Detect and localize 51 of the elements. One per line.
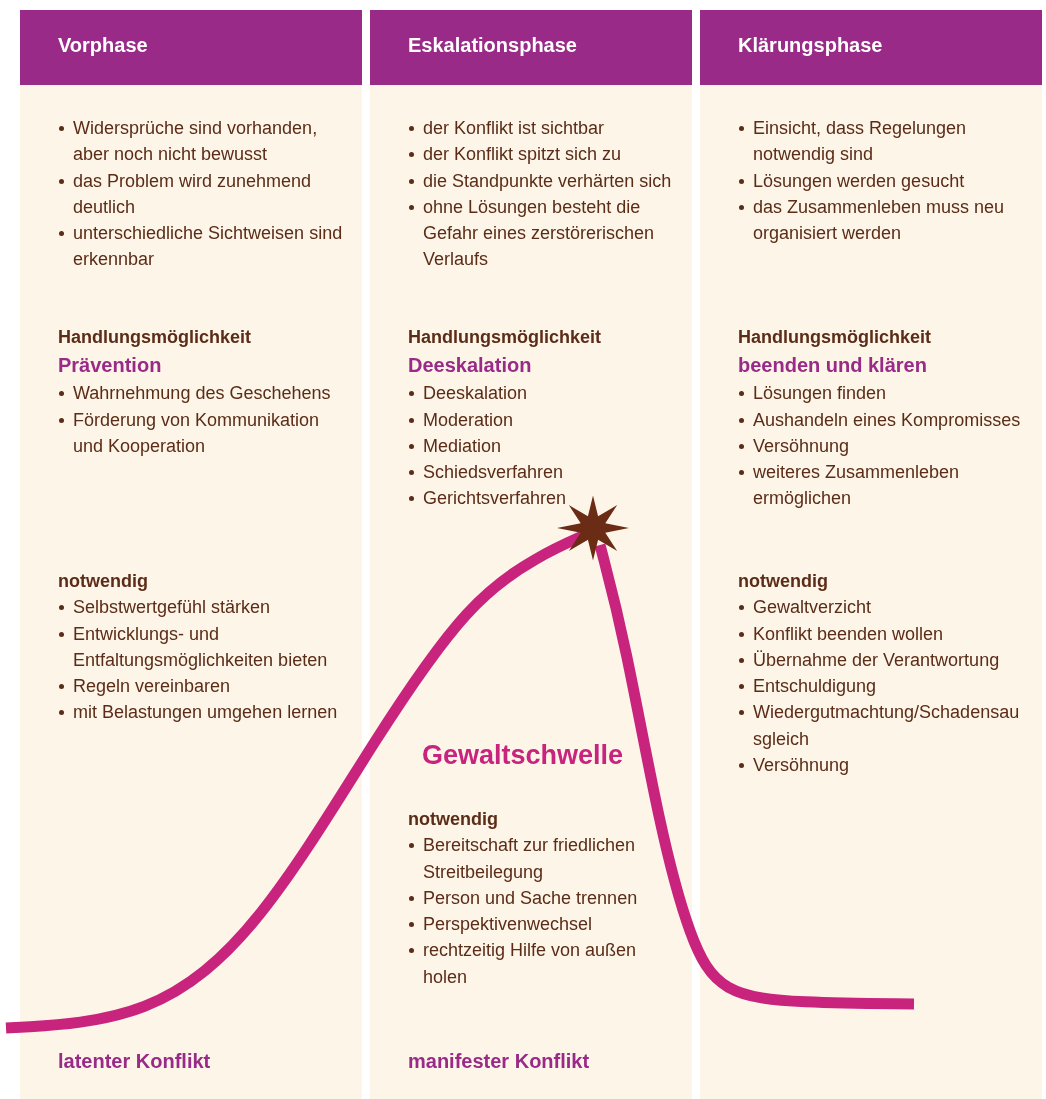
section-heading: Handlungsmöglichkeit	[738, 326, 933, 349]
conflict-type-label: manifester Konflikt	[408, 1049, 591, 1074]
bullet-item: Schiedsverfahren	[423, 461, 565, 485]
bullet-item: Entschuldigung	[753, 675, 878, 699]
bullet-item: Gewaltverzicht	[753, 596, 873, 620]
bullet-item: unterschiedliche Sichtweisen sind erkennbar	[73, 222, 344, 272]
phase-column	[370, 10, 692, 1099]
bullet-item: Wahrnehmung des Geschehens	[73, 382, 332, 406]
bullet-item: Aushandeln eines Kompromisses	[753, 408, 1022, 432]
bullet-item: Entwicklungs- und Entfaltungsmöglichkeiten bieten	[73, 622, 329, 672]
bullet-item: Gerichtsverfahren	[423, 487, 568, 511]
bullet-item: Lösungen finden	[753, 382, 888, 406]
section-heading: Handlungsmöglichkeit	[58, 326, 253, 349]
bullet-item: das Zusammenleben muss neu organisiert werden	[753, 195, 1006, 246]
section-heading: notwendig	[58, 570, 149, 593]
action-heading: Prävention	[58, 353, 163, 379]
bullet-item: mit Belastungen umgehen lernen	[73, 701, 339, 725]
bullet-item: Regeln vereinbaren	[73, 675, 232, 699]
conflict-type-label: latenter Konflikt	[58, 1049, 212, 1074]
bullet-item: Versöhnung	[753, 434, 851, 458]
bullet-item: Moderation	[423, 408, 515, 432]
bullet-item: Übernahme der Verantwortung	[753, 648, 1001, 672]
phase-column	[20, 10, 362, 1099]
phase-header: Klärungsphase	[700, 10, 1042, 85]
bullet-item: rechtzeitig Hilfe von außen holen	[423, 939, 638, 989]
threshold-label: Gewaltschwelle	[422, 740, 624, 771]
bullet-item: Selbstwertgefühl stärken	[73, 596, 272, 620]
phase-column	[700, 10, 1042, 1099]
bullet-item: Lösungen werden gesucht	[753, 169, 966, 193]
bullet-item: ohne Lösungen besteht die Gefahr eines zerstörerischen Verlaufs	[423, 195, 656, 272]
action-heading: Deeskalation	[408, 353, 533, 379]
bullet-item: Wiedergutmachtung/Schadensausgleich	[753, 701, 1021, 751]
bullet-item: die Standpunkte verhärten sich	[423, 169, 673, 193]
bullet-item: Mediation	[423, 434, 503, 458]
bullet-item: Person und Sache trennen	[423, 886, 639, 910]
phase-header: Vorphase	[20, 10, 362, 85]
bullet-item: Perspektivenwechsel	[423, 913, 594, 937]
phase-header: Eskalationsphase	[370, 10, 692, 85]
bullet-item: Förderung von Kommunikation und Kooperation	[73, 408, 321, 458]
bullet-item: Konflikt beenden wollen	[753, 622, 945, 646]
bullet-item: Deeskalation	[423, 382, 529, 406]
bullet-item: Versöhnung	[753, 754, 851, 778]
bullet-item: der Konflikt ist sichtbar	[423, 117, 606, 140]
section-heading: notwendig	[408, 808, 499, 831]
bullet-item: weiteres Zusammenleben ermöglichen	[753, 461, 961, 511]
bullet-item: der Konflikt spitzt sich zu	[423, 143, 623, 167]
bullet-item: Einsicht, dass Regelungen notwendig sind	[753, 117, 968, 167]
action-heading: beenden und klären	[738, 353, 928, 379]
section-heading: notwendig	[738, 570, 829, 593]
section-heading: Handlungsmöglichkeit	[408, 326, 603, 349]
bullet-item: Bereitschaft zur friedlichen Streitbeilegung	[423, 834, 637, 884]
